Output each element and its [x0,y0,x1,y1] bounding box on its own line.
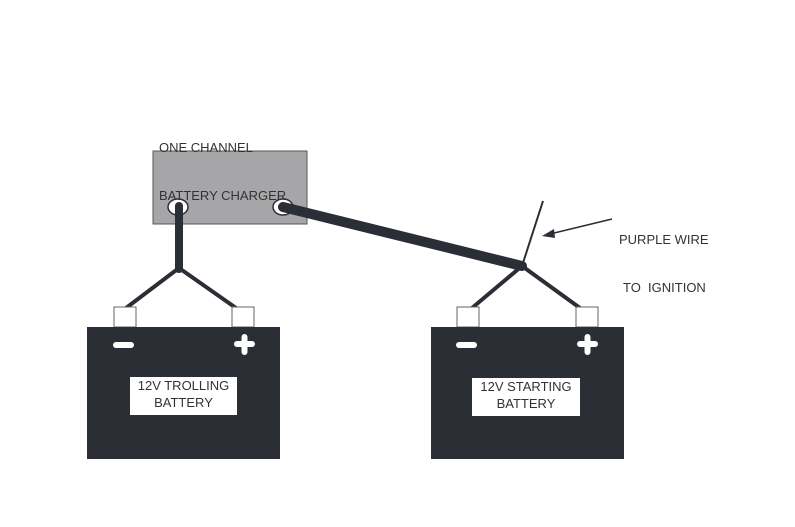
charger-title-line2: BATTERY CHARGER [159,188,287,203]
starting-pos-post [575,306,599,328]
trolling-label-line1: 12V TROLLING [137,378,230,393]
trolling-neg-wire [124,266,181,310]
charger-title: ONE CHANNEL BATTERY CHARGER [159,108,286,220]
charger-wire-starting [278,202,527,271]
ignition-wire [521,200,544,267]
ignition-note-line1: PURPLE WIRE [619,232,709,247]
starting-label-line1: 12V STARTING [480,379,572,394]
trolling-neg-post [113,306,137,328]
starting-battery-label: 12V STARTING BATTERY [472,378,580,416]
trolling-battery-label: 12V TROLLING BATTERY [130,377,237,415]
ignition-note: PURPLE WIRE TO IGNITION [619,200,709,312]
starting-pos-sign [577,334,598,355]
starting-label-line2: BATTERY [496,396,556,411]
trolling-neg-sign [113,342,134,348]
trolling-pos-sign [234,334,255,355]
charger-title-line1: ONE CHANNEL [159,140,253,155]
ignition-arrow-head [542,229,555,238]
trolling-label-line2: BATTERY [154,395,213,410]
starting-pos-wire [520,264,582,310]
trolling-pos-wire [177,266,238,310]
ignition-note-line2: TO IGNITION [623,280,706,295]
trolling-pos-post [231,306,255,328]
ignition-arrow-line [549,218,613,235]
starting-neg-sign [456,342,477,348]
starting-neg-wire [470,264,524,310]
starting-neg-post [456,306,480,328]
